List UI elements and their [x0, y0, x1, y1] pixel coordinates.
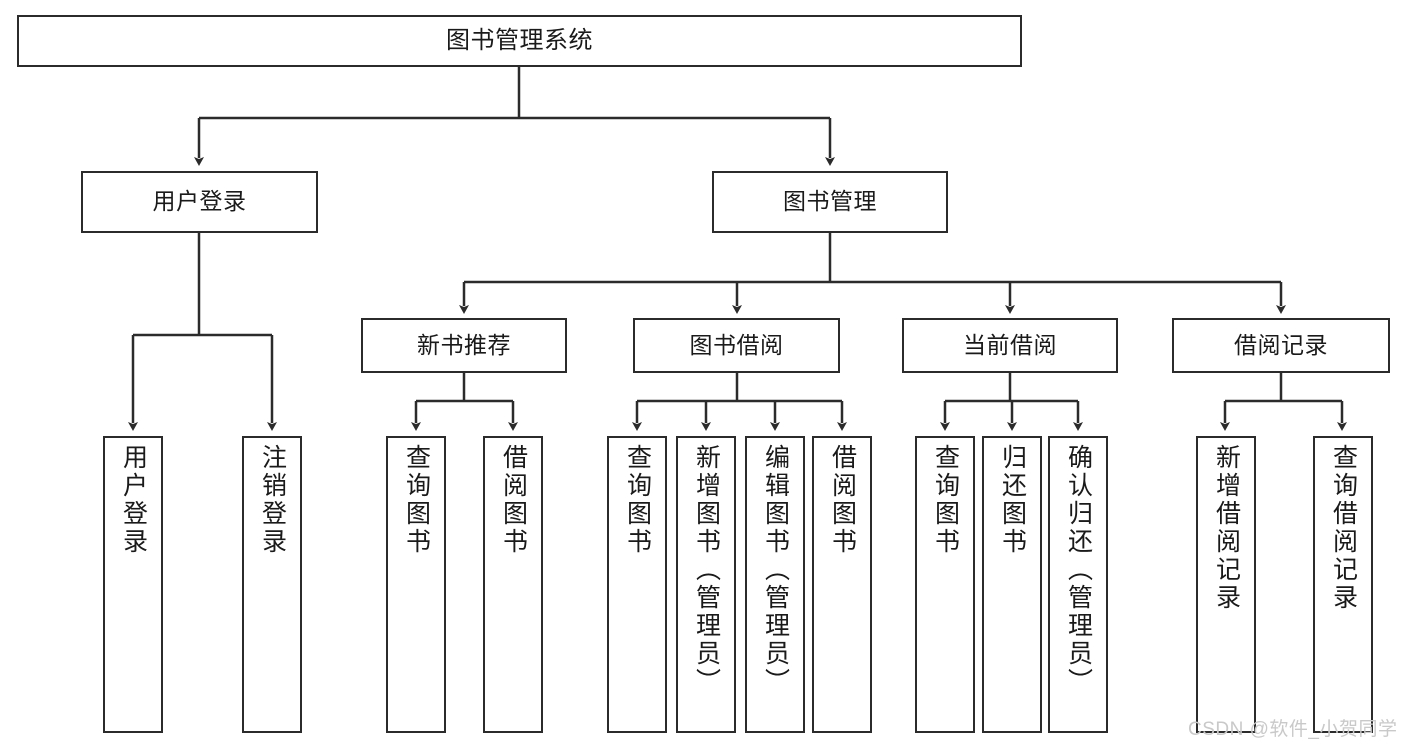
leaf-user-logout[interactable]: 注销登录 [242, 436, 302, 733]
node-book-manage[interactable]: 图书管理 [712, 171, 948, 233]
leaf-edit-book-label: 编辑图书（管理员） [761, 444, 790, 696]
leaf-add-book-label: 新增图书（管理员） [692, 444, 721, 696]
node-user-login-label: 用户登录 [152, 188, 247, 215]
leaf-query-record-label: 查询借阅记录 [1329, 444, 1358, 612]
leaf-borrow-book-2-label: 借阅图书 [828, 444, 857, 556]
leaf-query-book-3[interactable]: 查询图书 [915, 436, 975, 733]
leaf-user-logout-label: 注销登录 [258, 444, 287, 556]
node-new-book-rec[interactable]: 新书推荐 [361, 318, 567, 373]
leaf-query-book-3-label: 查询图书 [931, 444, 960, 556]
node-book-manage-label: 图书管理 [783, 188, 877, 215]
watermark: CSDN @软件_小贺同学 [1188, 719, 1398, 740]
node-new-book-rec-label: 新书推荐 [417, 331, 511, 358]
leaf-add-record[interactable]: 新增借阅记录 [1196, 436, 1256, 733]
leaf-query-book-2[interactable]: 查询图书 [607, 436, 667, 733]
node-root[interactable]: 图书管理系统 [17, 15, 1022, 67]
leaf-add-record-label: 新增借阅记录 [1212, 444, 1241, 612]
leaf-borrow-book-2[interactable]: 借阅图书 [812, 436, 872, 733]
node-current-borrow-label: 当前借阅 [963, 331, 1057, 358]
leaf-user-login-label: 用户登录 [119, 444, 148, 556]
leaf-return-book-label: 归还图书 [998, 444, 1027, 556]
leaf-confirm-return-label: 确认归还（管理员） [1064, 444, 1093, 696]
leaf-query-book-1-label: 查询图书 [402, 444, 431, 556]
leaf-confirm-return[interactable]: 确认归还（管理员） [1048, 436, 1108, 733]
node-user-login[interactable]: 用户登录 [81, 171, 318, 233]
node-book-borrow[interactable]: 图书借阅 [633, 318, 840, 373]
leaf-query-book-2-label: 查询图书 [623, 444, 652, 556]
leaf-return-book[interactable]: 归还图书 [982, 436, 1042, 733]
leaf-query-record[interactable]: 查询借阅记录 [1313, 436, 1373, 733]
node-root-label: 图书管理系统 [446, 26, 593, 54]
node-current-borrow[interactable]: 当前借阅 [902, 318, 1118, 373]
leaf-borrow-book-1[interactable]: 借阅图书 [483, 436, 543, 733]
leaf-add-book[interactable]: 新增图书（管理员） [676, 436, 736, 733]
node-book-borrow-label: 图书借阅 [689, 331, 784, 358]
leaf-edit-book[interactable]: 编辑图书（管理员） [745, 436, 805, 733]
leaf-borrow-book-1-label: 借阅图书 [499, 444, 528, 556]
node-borrow-record[interactable]: 借阅记录 [1172, 318, 1390, 373]
leaf-query-book-1[interactable]: 查询图书 [386, 436, 446, 733]
leaf-user-login[interactable]: 用户登录 [103, 436, 163, 733]
node-borrow-record-label: 借阅记录 [1234, 331, 1328, 358]
